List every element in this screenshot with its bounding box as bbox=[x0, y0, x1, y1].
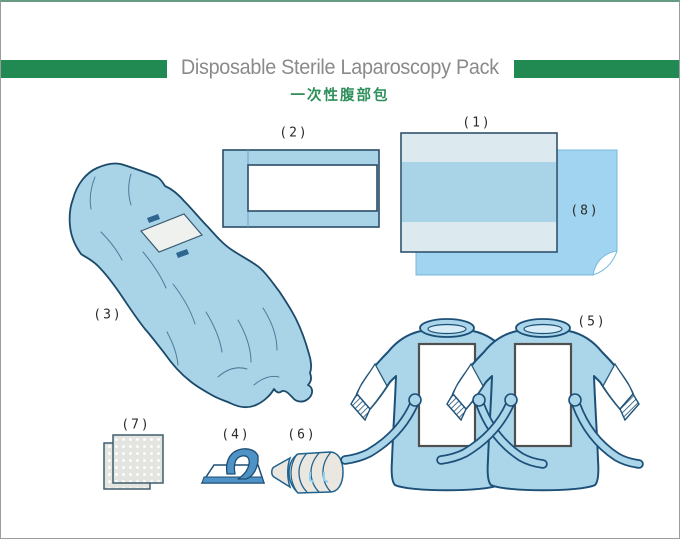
item-label-2: (2) bbox=[279, 125, 309, 141]
bandage-roll-illustration bbox=[271, 451, 344, 494]
item-label-8: (8) bbox=[570, 203, 600, 219]
body-drape-illustration bbox=[68, 162, 314, 409]
item-label-3: (3) bbox=[93, 307, 123, 323]
fenestration-window bbox=[139, 213, 204, 253]
item-label-4: (4) bbox=[221, 427, 251, 443]
fixation-tab-top bbox=[147, 214, 160, 223]
item-label-7: (7) bbox=[121, 417, 151, 433]
item-label-5: (5) bbox=[577, 314, 607, 330]
header-green-bar-right bbox=[514, 60, 679, 78]
item-label-1: (1) bbox=[462, 115, 492, 131]
drape-fold-lines bbox=[89, 173, 280, 386]
fixation-tab-bottom bbox=[176, 249, 189, 258]
page-subtitle-chinese: 一次性腹部包 bbox=[290, 88, 390, 104]
fenestrated-drape-illustration bbox=[222, 149, 380, 228]
page-title-text: Disposable Sterile Laparoscopy Pack bbox=[180, 55, 499, 79]
header-green-bar-left bbox=[1, 60, 167, 78]
item-label-6: (6) bbox=[287, 427, 317, 443]
gauze-pads-illustration bbox=[103, 434, 164, 490]
page-title: Disposable Sterile Laparoscopy Pack bbox=[1, 55, 679, 80]
adhesive-tape-illustration bbox=[200, 448, 266, 484]
surgical-gowns-illustration bbox=[345, 317, 639, 492]
banded-drape-illustration bbox=[400, 132, 558, 253]
